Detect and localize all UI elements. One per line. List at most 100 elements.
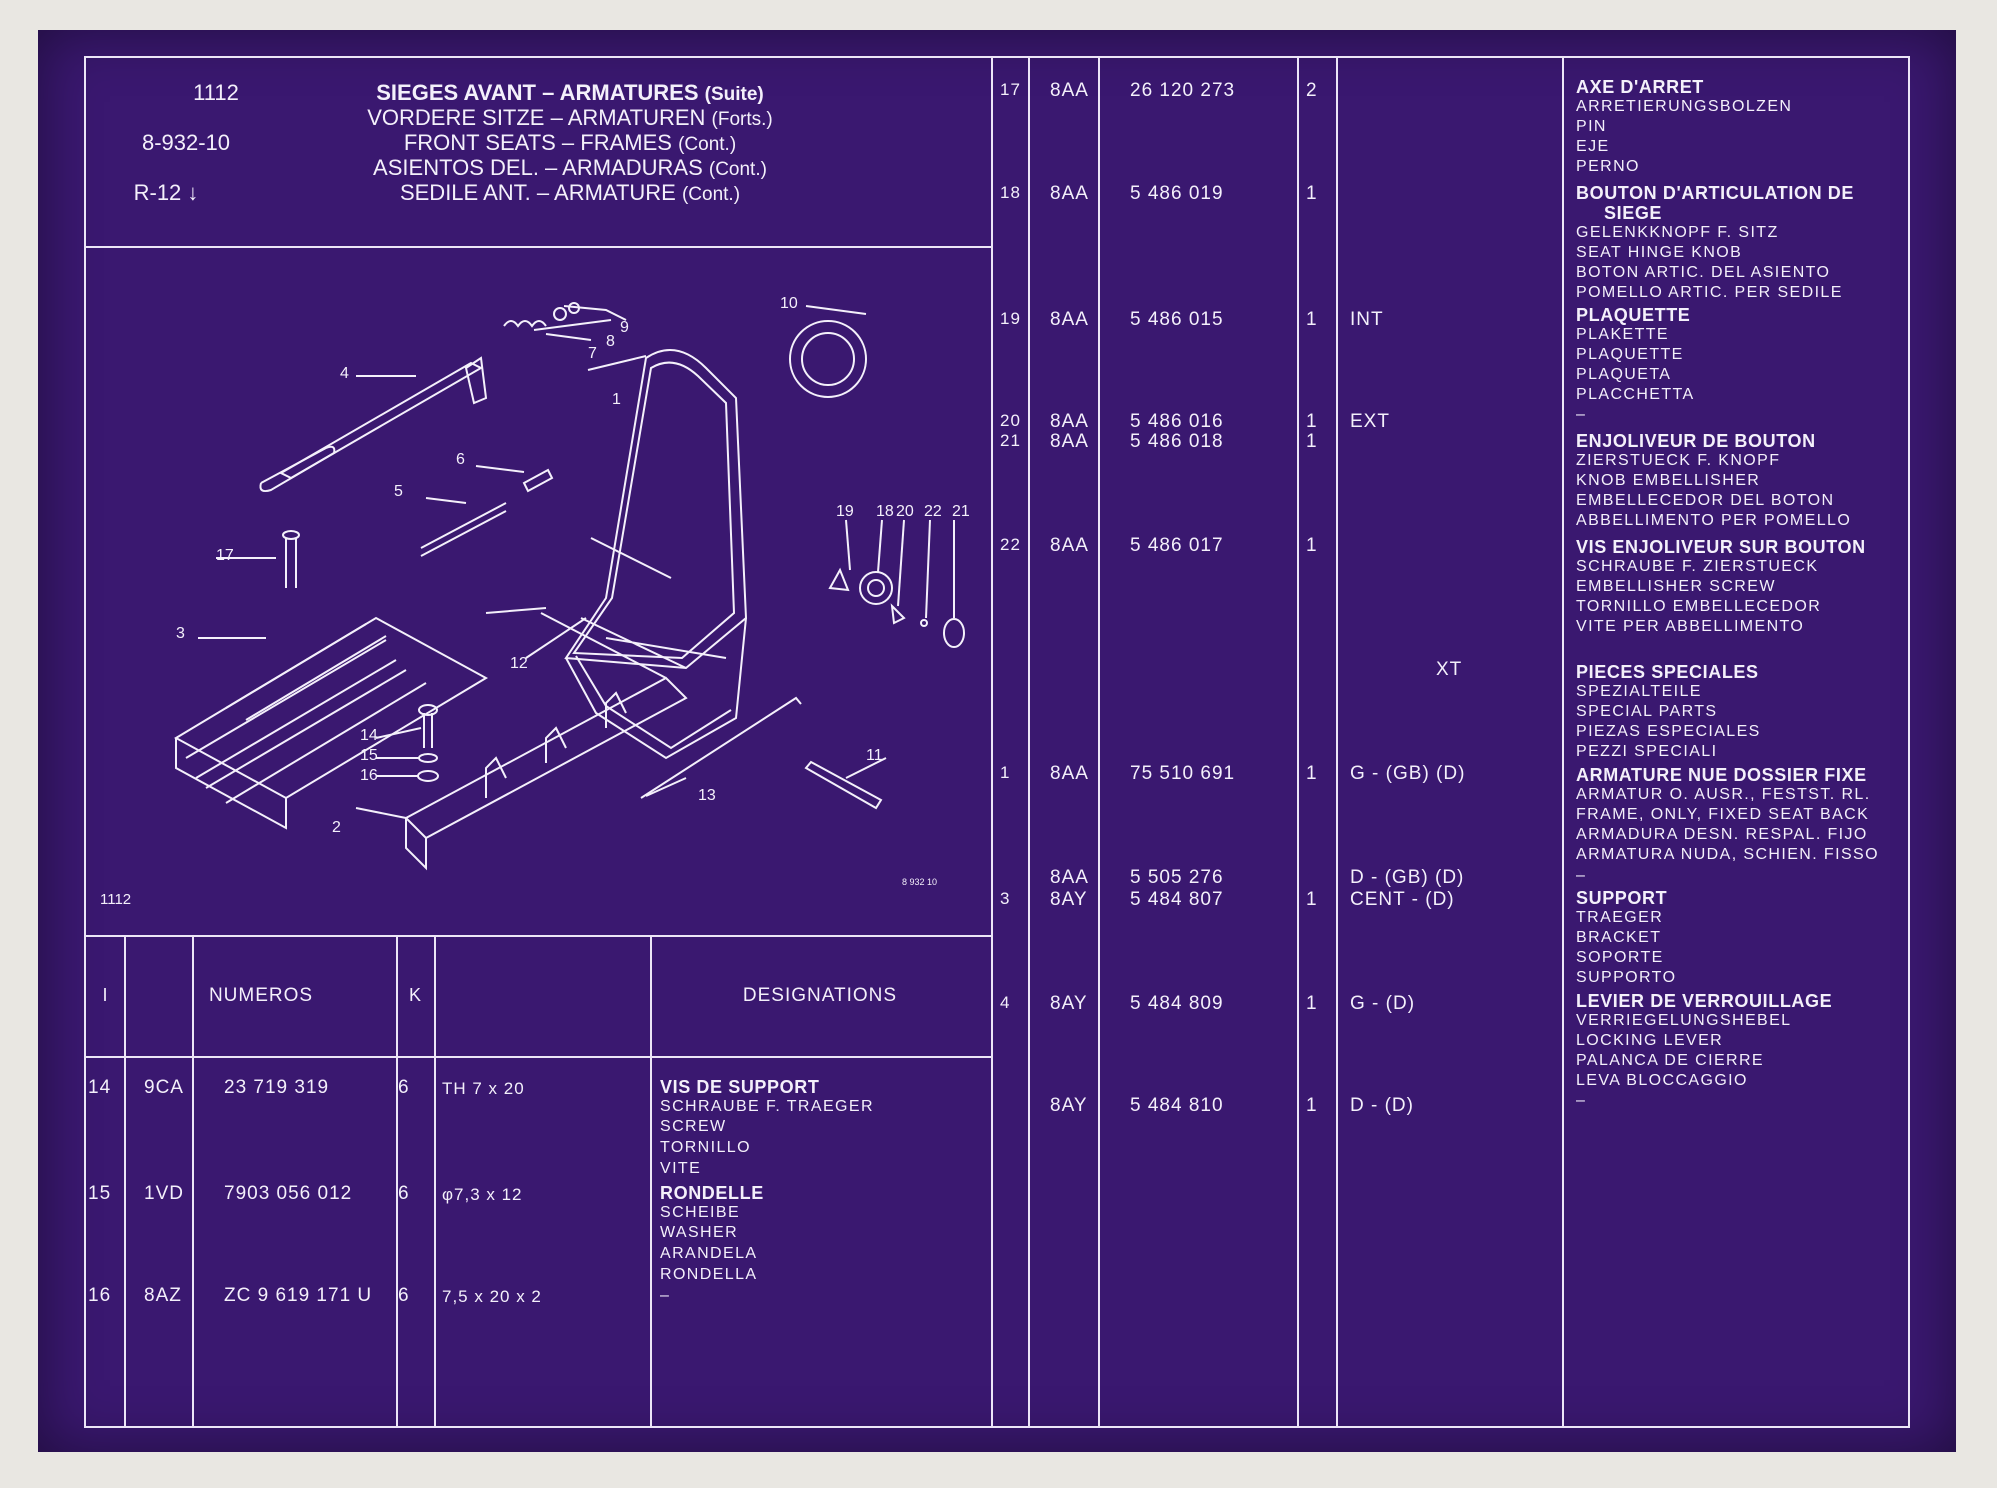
designation-line: SUPPORTO [1576, 969, 1677, 986]
header-title-text: SIEGES AVANT – ARMATURES [376, 80, 705, 105]
callout-label: 8 [606, 333, 615, 350]
designation-line: SCREW [660, 1118, 727, 1136]
row-code: 8AZ [144, 1285, 182, 1306]
column-k: K [408, 985, 422, 1005]
callout-label: 13 [698, 787, 716, 804]
designation-line: EJE [1576, 138, 1610, 155]
callout-label: 16 [360, 767, 378, 784]
row-spec: 7,5 x 20 x 2 [442, 1287, 542, 1306]
row-code: 8AA [1050, 80, 1089, 101]
row-k: 2 [1306, 80, 1318, 101]
row-note: D - (D) [1350, 1095, 1414, 1116]
grid-line [86, 246, 991, 248]
designation-line: SCHRAUBE F. TRAEGER [660, 1097, 874, 1115]
row-code: 8AA [1050, 309, 1089, 330]
designation-line: ZIERSTUECK F. KNOPF [1576, 452, 1781, 469]
row-code: 1VD [144, 1183, 184, 1204]
grid-line [86, 1056, 991, 1058]
designation-line: TORNILLO EMBELLECEDOR [1576, 598, 1822, 615]
callout-label: 20 [896, 503, 914, 520]
callout-label: 2 [332, 819, 341, 836]
designation-line: VERRIEGELUNGSHEBEL [1576, 1012, 1792, 1029]
header-title-line: SIEGES AVANT – ARMATURES (Suite) [376, 80, 764, 105]
designation-line: GELENKKNOPF F. SITZ [1576, 224, 1779, 241]
callout-label: 4 [340, 365, 349, 382]
designation-line: ABBELLIMENTO PER POMELLO [1576, 512, 1852, 529]
callout-label: 21 [952, 503, 970, 520]
page-code: 8-932-10 [141, 130, 231, 155]
callout-label: 14 [360, 727, 378, 744]
header-title-suffix: (Cont.) [708, 159, 767, 180]
callout-label: 22 [924, 503, 942, 520]
row-note: CENT - (D) [1350, 889, 1455, 910]
row-number: 23 719 319 [224, 1077, 330, 1098]
designation-line: – [1576, 867, 1587, 884]
designation-line: BRACKET [1576, 929, 1662, 946]
designation-line: BOTON ARTIC. DEL ASIENTO [1576, 264, 1831, 281]
row-number: 5 486 015 [1130, 309, 1224, 330]
header-title-suffix: (Cont.) [678, 134, 737, 155]
row-code: 8AA [1050, 183, 1089, 204]
row-k: 1 [1306, 431, 1318, 452]
designation-line: PIECES SPECIALES [1576, 662, 1759, 682]
designation-line: RONDELLE [660, 1183, 764, 1203]
designation-line: PLAQUETTE [1576, 305, 1691, 325]
row-code: 8AY [1050, 889, 1088, 910]
designation-line: PALANCA DE CIERRE [1576, 1052, 1764, 1069]
row-number: 5 486 019 [1130, 183, 1224, 204]
designation-line: ARANDELA [660, 1245, 758, 1263]
diagram-code-right: 8 932 10 [902, 877, 938, 887]
row-note: D - (GB) (D) [1350, 867, 1465, 888]
row-number: 26 120 273 [1130, 80, 1236, 101]
header-title-line: ASIENTOS DEL. – ARMADURAS (Cont.) [373, 157, 767, 180]
row-index: 15 [88, 1183, 112, 1204]
row-number: 7903 056 012 [224, 1183, 353, 1204]
grid-line [434, 935, 436, 1426]
row-k: 1 [1306, 309, 1318, 330]
designation-line: ARMATUR O. AUSR., FESTST. RL. [1576, 786, 1871, 803]
row-number: ZC 9 619 171 U [224, 1285, 373, 1306]
row-index: 3 [1000, 889, 1011, 908]
callout-label: 12 [510, 655, 528, 672]
designation-line: TRAEGER [1576, 909, 1664, 926]
row-note: G - (D) [1350, 993, 1416, 1014]
designation-line: PLAQUETTE [1576, 346, 1684, 363]
callout-label: 11 [866, 747, 883, 764]
designation-line: PLAKETTE [1576, 326, 1670, 343]
row-index: 20 [1000, 411, 1021, 430]
callout-label: 10 [780, 295, 798, 312]
grid-line [124, 935, 126, 1426]
designation-line: ARRETIERUNGSBOLZEN [1576, 98, 1793, 115]
row-index: 1 [1000, 763, 1011, 782]
designation-line: WASHER [660, 1224, 739, 1242]
row-index: 21 [1000, 431, 1021, 450]
row-code: 8AA [1050, 431, 1089, 452]
grid-line [1336, 58, 1338, 1426]
designation-line: EMBELLECEDOR DEL BOTON [1576, 492, 1835, 509]
callout-label: 19 [836, 503, 854, 520]
designation-line: LEVIER DE VERROUILLAGE [1576, 991, 1833, 1011]
header-title-line: SEDILE ANT. – ARMATURE (Cont.) [400, 182, 740, 205]
row-index: 22 [1000, 535, 1021, 554]
designation-line: EMBELLISHER SCREW [1576, 578, 1776, 595]
designation-line: PLACCHETTA [1576, 386, 1695, 403]
designation-line: SPEZIALTEILE [1576, 683, 1702, 700]
callout-label: 6 [456, 451, 465, 468]
section-code: 1112 [193, 80, 239, 105]
callout-label: 18 [876, 503, 894, 520]
designation-line: PEZZI SPECIALI [1576, 743, 1718, 760]
header-title-text: VORDERE SITZE – ARMATUREN [367, 105, 712, 130]
header-title-line: FRONT SEATS – FRAMES (Cont.) [404, 132, 737, 155]
designation-line: PIN [1576, 118, 1607, 135]
designation-line: VIS DE SUPPORT [660, 1077, 820, 1097]
row-index: 17 [1000, 80, 1021, 99]
diagram-code-left: 1112 [100, 891, 132, 908]
row-k: 1 [1306, 993, 1318, 1014]
row-number: 5 484 809 [1130, 993, 1224, 1014]
row-k: 1 [1306, 1095, 1318, 1116]
row-code: 8AY [1050, 993, 1088, 1014]
callout-label: 7 [588, 345, 597, 362]
row-number: 5 486 018 [1130, 431, 1224, 452]
revision-code: R-12 ↓ [133, 180, 199, 205]
designation-line: PERNO [1576, 158, 1640, 175]
